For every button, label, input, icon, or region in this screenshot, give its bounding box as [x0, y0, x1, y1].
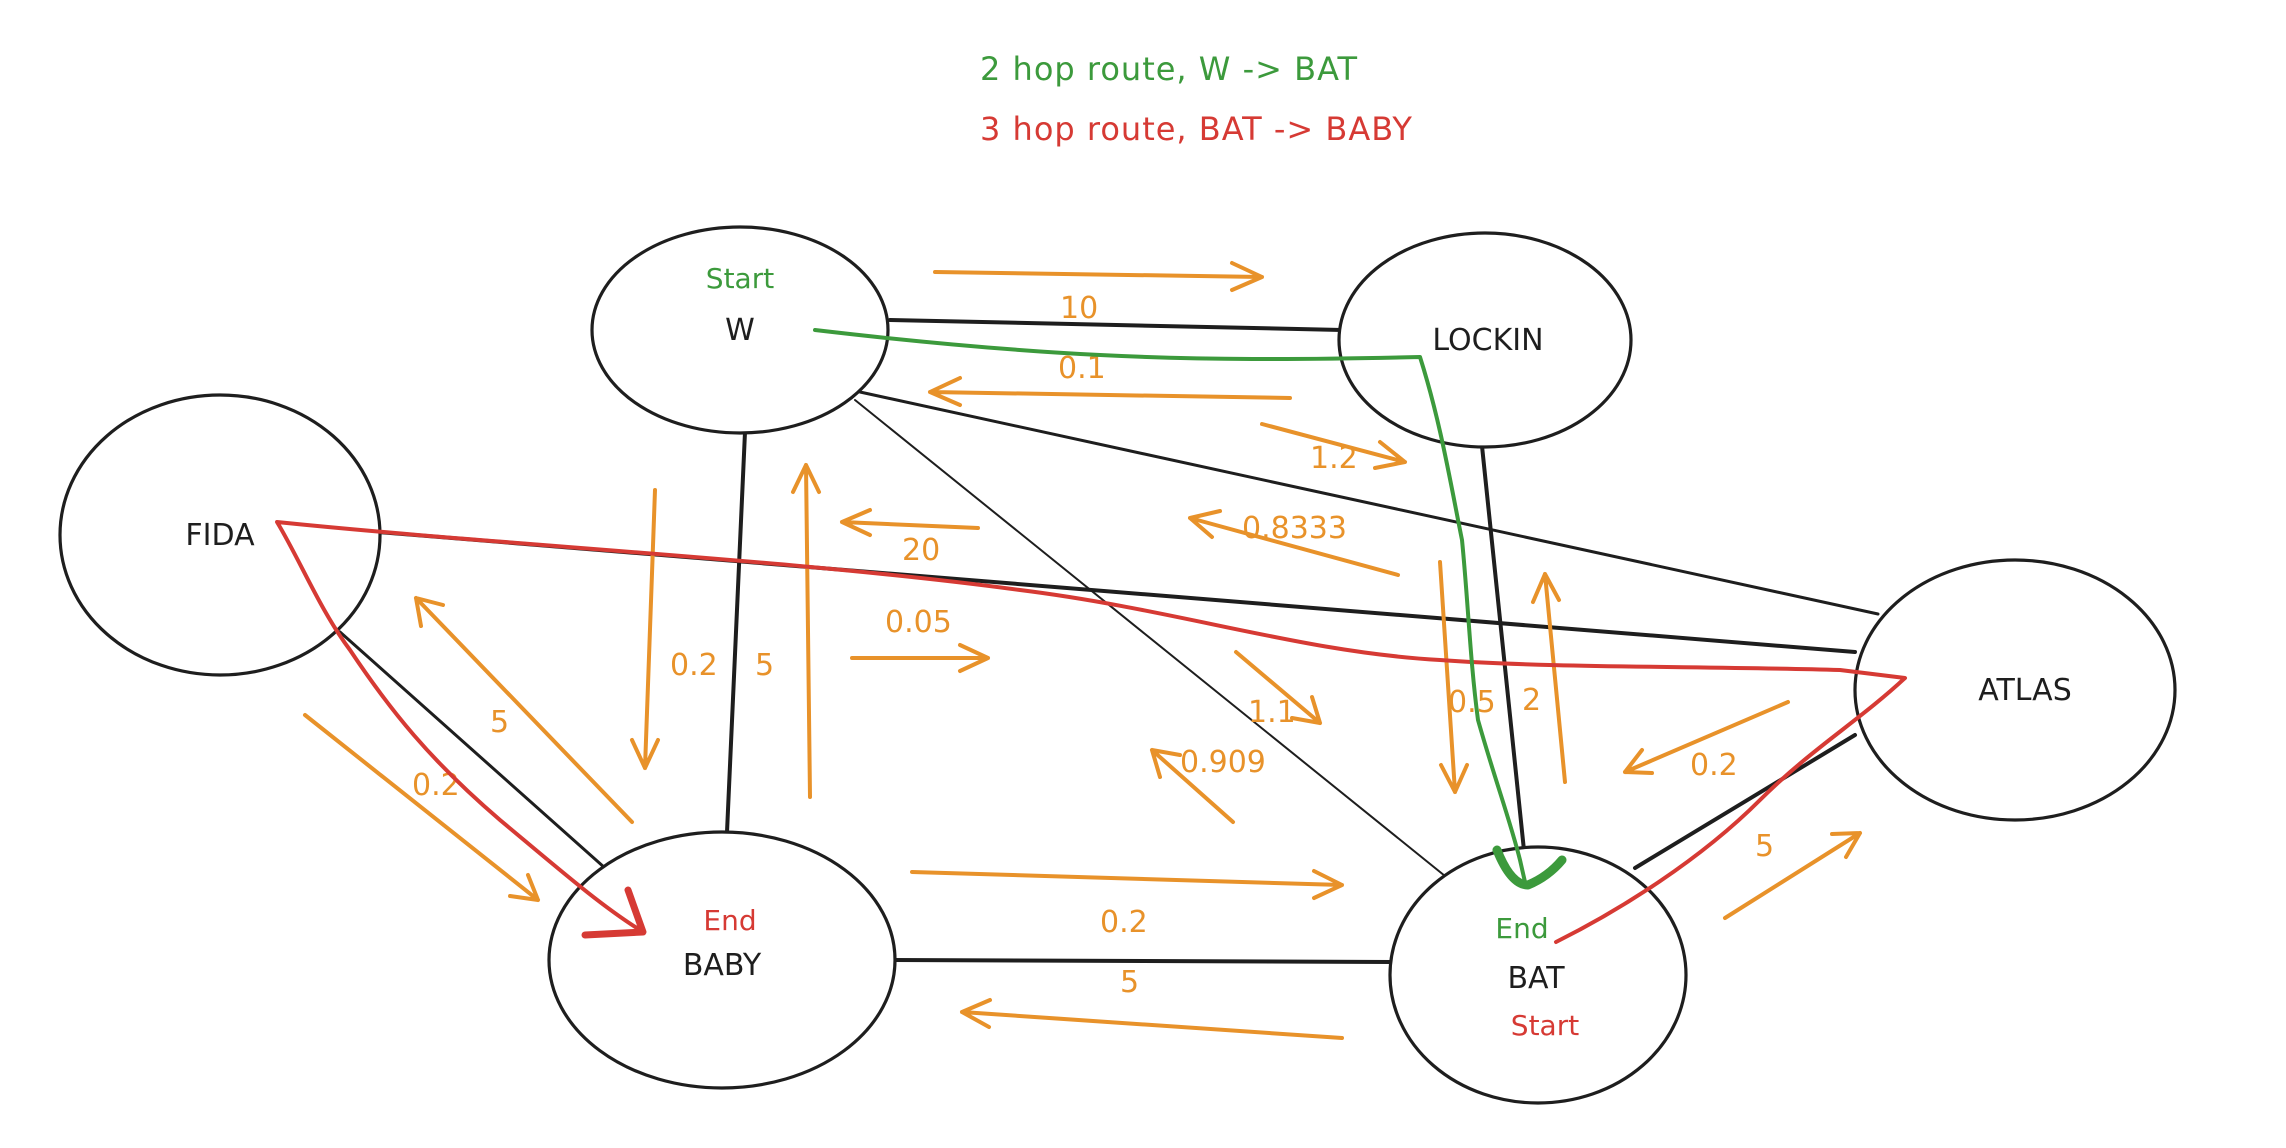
arrow-bat-to-lockin	[1531, 572, 1567, 784]
rate-label-baby-w-20: 20	[902, 533, 940, 568]
rate-label-w-lockin: 10	[1060, 291, 1098, 326]
node-fida-label: FIDA	[185, 518, 255, 553]
rate-label-w-baby: 0.2	[670, 648, 718, 683]
route-green-arrowhead	[1492, 845, 1567, 890]
rate-label-baby-bat-diag: 1.1	[1248, 695, 1296, 730]
graph-nodes	[58, 225, 2177, 1105]
edge-atlas-bat	[1633, 733, 1857, 870]
node-atlas-label: ATLAS	[1978, 673, 2072, 708]
node-bat-tag-end: End	[1495, 912, 1548, 945]
edge-baby-bat	[891, 958, 1394, 964]
rate-label-bat-w: 0.8333	[1242, 511, 1347, 546]
node-labels: Start W LOCKIN FIDA ATLAS End BABY End B…	[185, 262, 2071, 1042]
arrow-baby-to-bat	[910, 869, 1344, 900]
node-baby-label: BABY	[683, 948, 762, 983]
node-bat-label: BAT	[1507, 961, 1565, 996]
route-red-arrowhead	[581, 886, 647, 939]
arrow-baby-to-fida	[414, 596, 634, 824]
node-baby[interactable]	[547, 830, 897, 1090]
rate-label-w-atlas: 0.05	[885, 605, 952, 640]
rate-label-baby-fida: 5	[490, 705, 509, 740]
arrow-bat-to-atlas	[1723, 831, 1862, 920]
arrow-bat-to-baby-diag	[1150, 748, 1235, 824]
arrow-w-to-lockin	[933, 261, 1264, 292]
graph-edges	[338, 318, 1880, 964]
rate-label-w-bat: 1.2	[1310, 441, 1358, 476]
node-lockin[interactable]	[1337, 231, 1633, 449]
node-w[interactable]	[590, 225, 890, 435]
route-red-bat-to-baby	[275, 520, 1907, 944]
rate-labels: 10 0.1 1.2 0.8333 20 0.05 0.2 5 1.1 0.90…	[412, 291, 1774, 1000]
arrow-baby-to-bat-diag	[1234, 650, 1322, 725]
rate-arrows	[303, 261, 1862, 1040]
arrow-lockin-to-w	[928, 376, 1292, 407]
rate-label-bat-atlas: 5	[1755, 829, 1774, 864]
rate-label-bat-lockin: 2	[1522, 683, 1541, 718]
node-baby-tag: End	[703, 904, 756, 937]
arrow-baby-to-w-up	[791, 463, 821, 799]
node-w-label: W	[725, 313, 755, 348]
rate-label-bat-baby-diag: 0.909	[1180, 745, 1266, 780]
arrow-lockin-to-bat	[1438, 560, 1469, 794]
node-fida[interactable]	[58, 393, 382, 677]
rate-label-lockin-bat: 0.5	[1448, 685, 1496, 720]
edge-w-atlas	[858, 390, 1880, 616]
edge-fida-baby	[338, 630, 607, 870]
node-atlas[interactable]	[1853, 558, 2177, 822]
arrow-bat-to-baby	[960, 998, 1344, 1040]
edge-w-bat	[854, 399, 1446, 877]
route-green-w-to-bat	[813, 328, 1527, 884]
node-w-tag: Start	[706, 262, 774, 295]
arrow-w-to-bat	[1260, 422, 1407, 470]
rate-label-baby-w-5: 5	[755, 648, 774, 683]
edge-w-baby	[725, 430, 747, 834]
edge-w-lockin	[888, 318, 1344, 332]
legend-red-route: 3 hop route, BAT -> BABY	[980, 110, 1413, 148]
arrow-w-to-baby	[630, 488, 660, 770]
arrow-w-to-atlas	[850, 643, 990, 673]
node-bat-tag-start: Start	[1511, 1009, 1579, 1042]
arrow-atlas-to-bat	[1623, 700, 1790, 775]
edge-lockin-bat	[1480, 444, 1527, 862]
node-lockin-label: LOCKIN	[1432, 323, 1543, 358]
arrow-baby-to-w	[840, 508, 980, 537]
rate-label-atlas-bat: 0.2	[1690, 748, 1738, 783]
rate-label-baby-bat: 0.2	[1100, 905, 1148, 940]
rate-label-bat-baby: 5	[1120, 965, 1139, 1000]
arrow-fida-to-baby	[303, 713, 540, 902]
legend-green-route: 2 hop route, W -> BAT	[980, 50, 1359, 88]
rate-label-fida-baby: 0.2	[412, 768, 460, 803]
arrow-bat-to-w	[1188, 509, 1400, 577]
